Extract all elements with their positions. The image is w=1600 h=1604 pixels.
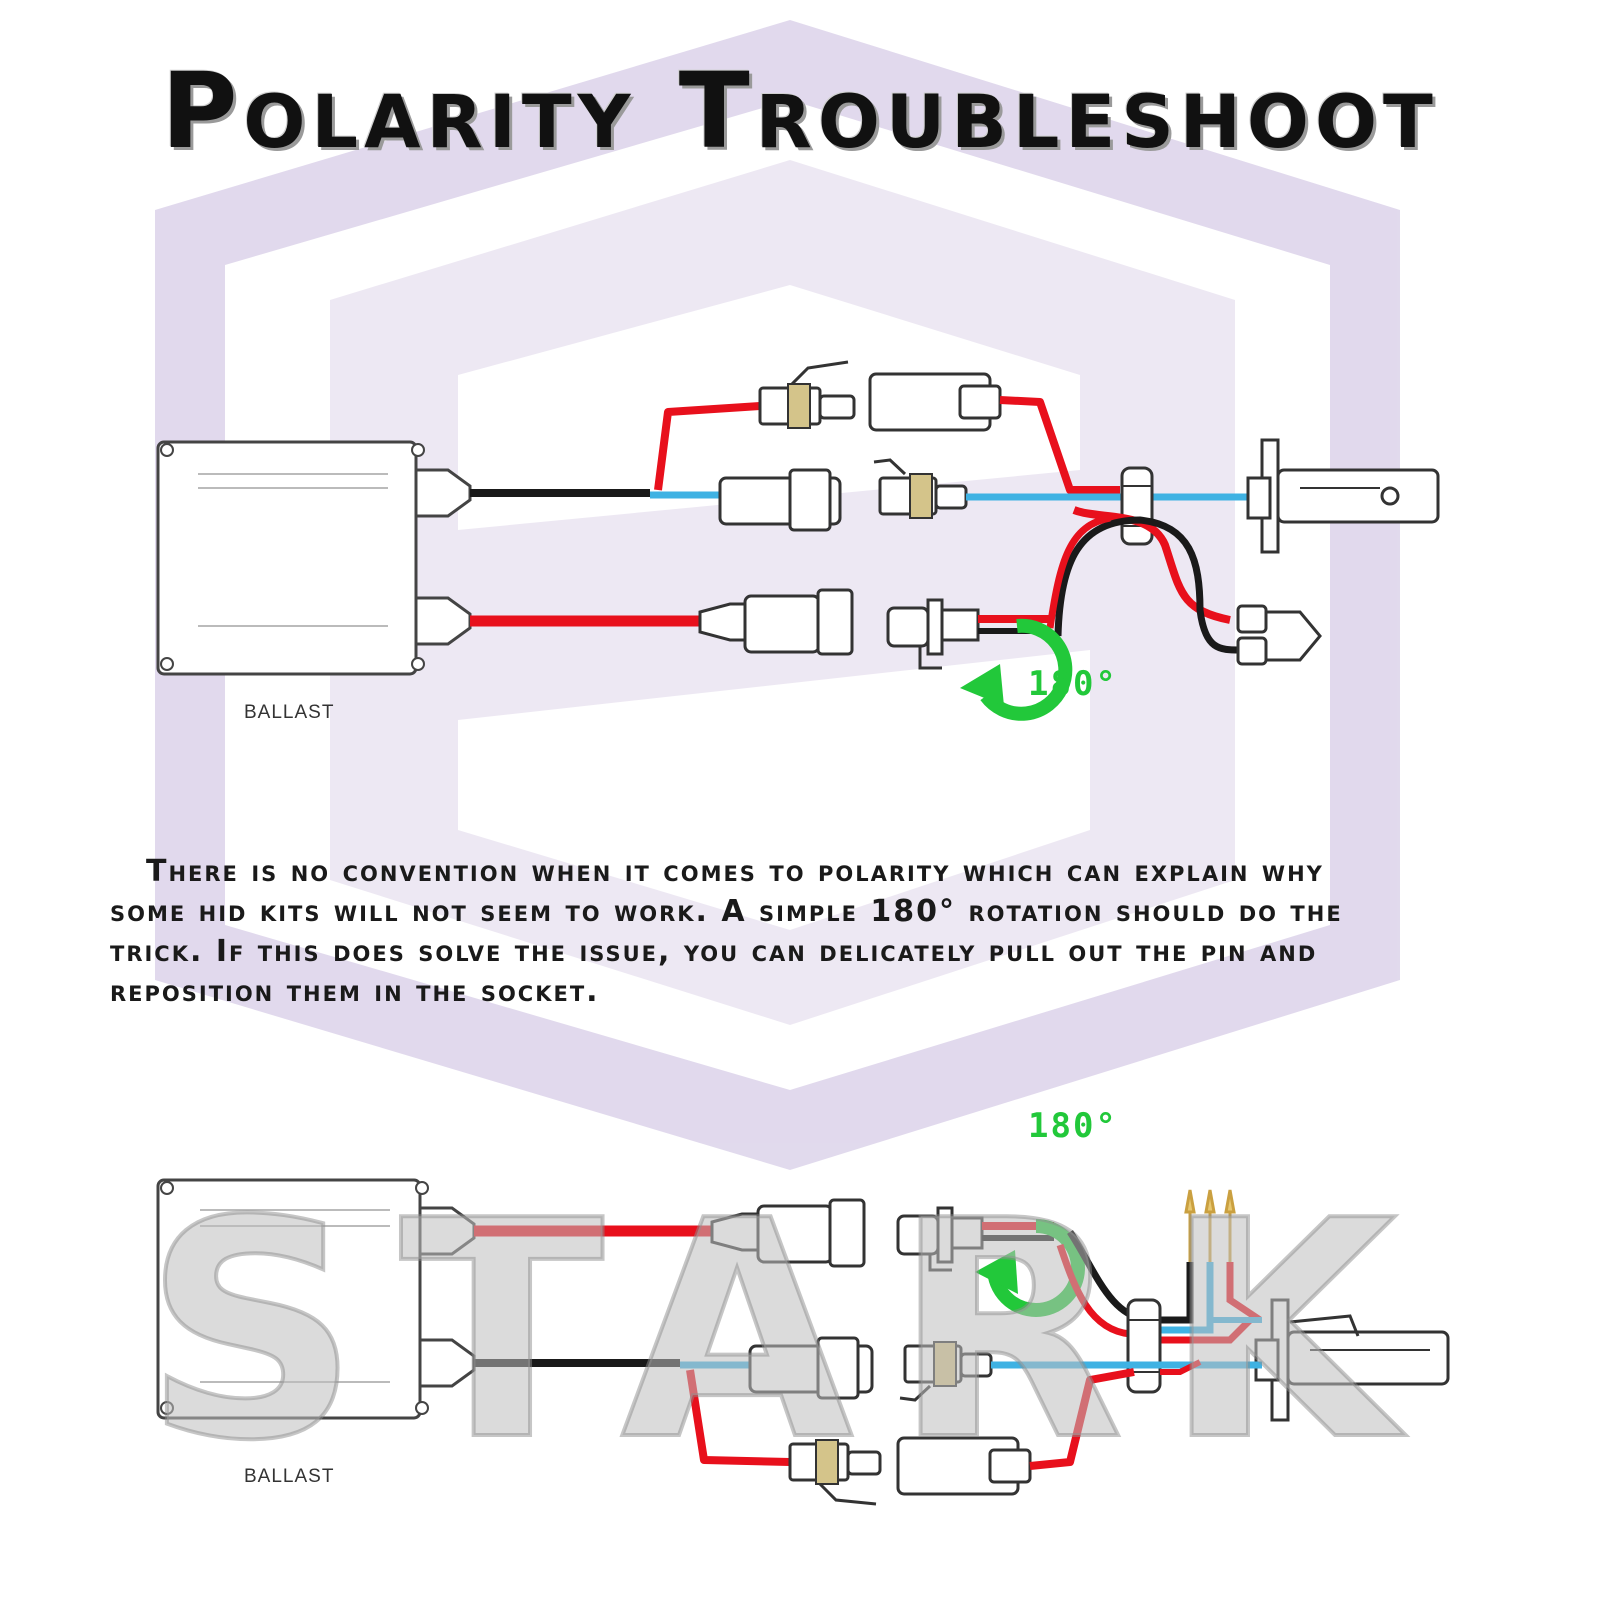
red-wire-socket (1160, 1317, 1253, 1344)
ballast-outlet-bottom (418, 1338, 476, 1388)
red-wire-socket-right (1226, 1262, 1262, 1323)
black-wire-curve (1054, 516, 1241, 654)
female-connector-middle (718, 468, 842, 532)
terminal-pins (1184, 1189, 1236, 1262)
red-wire-curve (1056, 1243, 1131, 1338)
male-connector-middle (899, 1341, 993, 1402)
power-plug-male (886, 598, 980, 670)
rotation-label-top: 180° (1028, 664, 1118, 704)
hid-bulb (1254, 1298, 1450, 1422)
grommet (1120, 466, 1154, 546)
ballast-outlet-top (414, 468, 472, 518)
ballast-screw (415, 1181, 429, 1195)
male-connector-middle (873, 458, 968, 519)
female-connector-bottom (896, 1436, 1032, 1496)
ballast-screw (160, 1401, 174, 1415)
grommet (1126, 1298, 1162, 1394)
red-wire-to-bulb (999, 396, 1120, 494)
ballast-outlet-bottom (414, 596, 472, 646)
page-title: Polarity Troubleshoot (161, 50, 1439, 172)
stark-watermark-text: STARK (143, 1157, 1436, 1506)
ballast-box (156, 1178, 422, 1420)
wiring-diagram-top (156, 360, 1440, 721)
red-wire-curve-left (1046, 514, 1111, 629)
power-plug-male (896, 1206, 984, 1272)
male-connector-top (758, 360, 856, 429)
ballast-screw (160, 1181, 174, 1195)
ballast-label-bottom: BALLAST (244, 1466, 335, 1487)
male-connector-bottom (788, 1439, 882, 1506)
rotation-label-bottom: 180° (1028, 1106, 1118, 1146)
logo-letter-cutout-bottom (458, 650, 1090, 930)
ballast-label-top: BALLAST (244, 702, 335, 723)
ballast-screw (411, 443, 425, 457)
ballast-screw (160, 657, 174, 671)
red-wire-branch (686, 1369, 791, 1466)
ballast-box (156, 440, 418, 676)
description-text: There is no convention when it comes to … (110, 854, 1343, 1009)
hid-bulb (1246, 438, 1440, 554)
red-wire-branch (654, 402, 761, 491)
ballast-screw (411, 657, 425, 671)
red-wire-to-bulb (1029, 1368, 1135, 1470)
red-wire-to-bulb-right (1160, 1359, 1202, 1375)
blue-wire-socket (1160, 1262, 1214, 1334)
female-connector-top (868, 372, 1002, 432)
ballast-screw (160, 443, 174, 457)
ballast-outlet-top (418, 1206, 476, 1256)
power-plug-female (710, 1198, 866, 1268)
ballast-screw (415, 1401, 429, 1415)
wiring-diagram-bottom (156, 1178, 1450, 1506)
rotation-arrow-icon (960, 618, 1073, 721)
blue-wire-socket-right (1207, 1300, 1262, 1323)
female-connector-middle (748, 1336, 874, 1400)
spade-terminals (1236, 604, 1322, 666)
power-plug-female (698, 588, 854, 656)
rotation-arrow-icon (975, 1219, 1085, 1317)
